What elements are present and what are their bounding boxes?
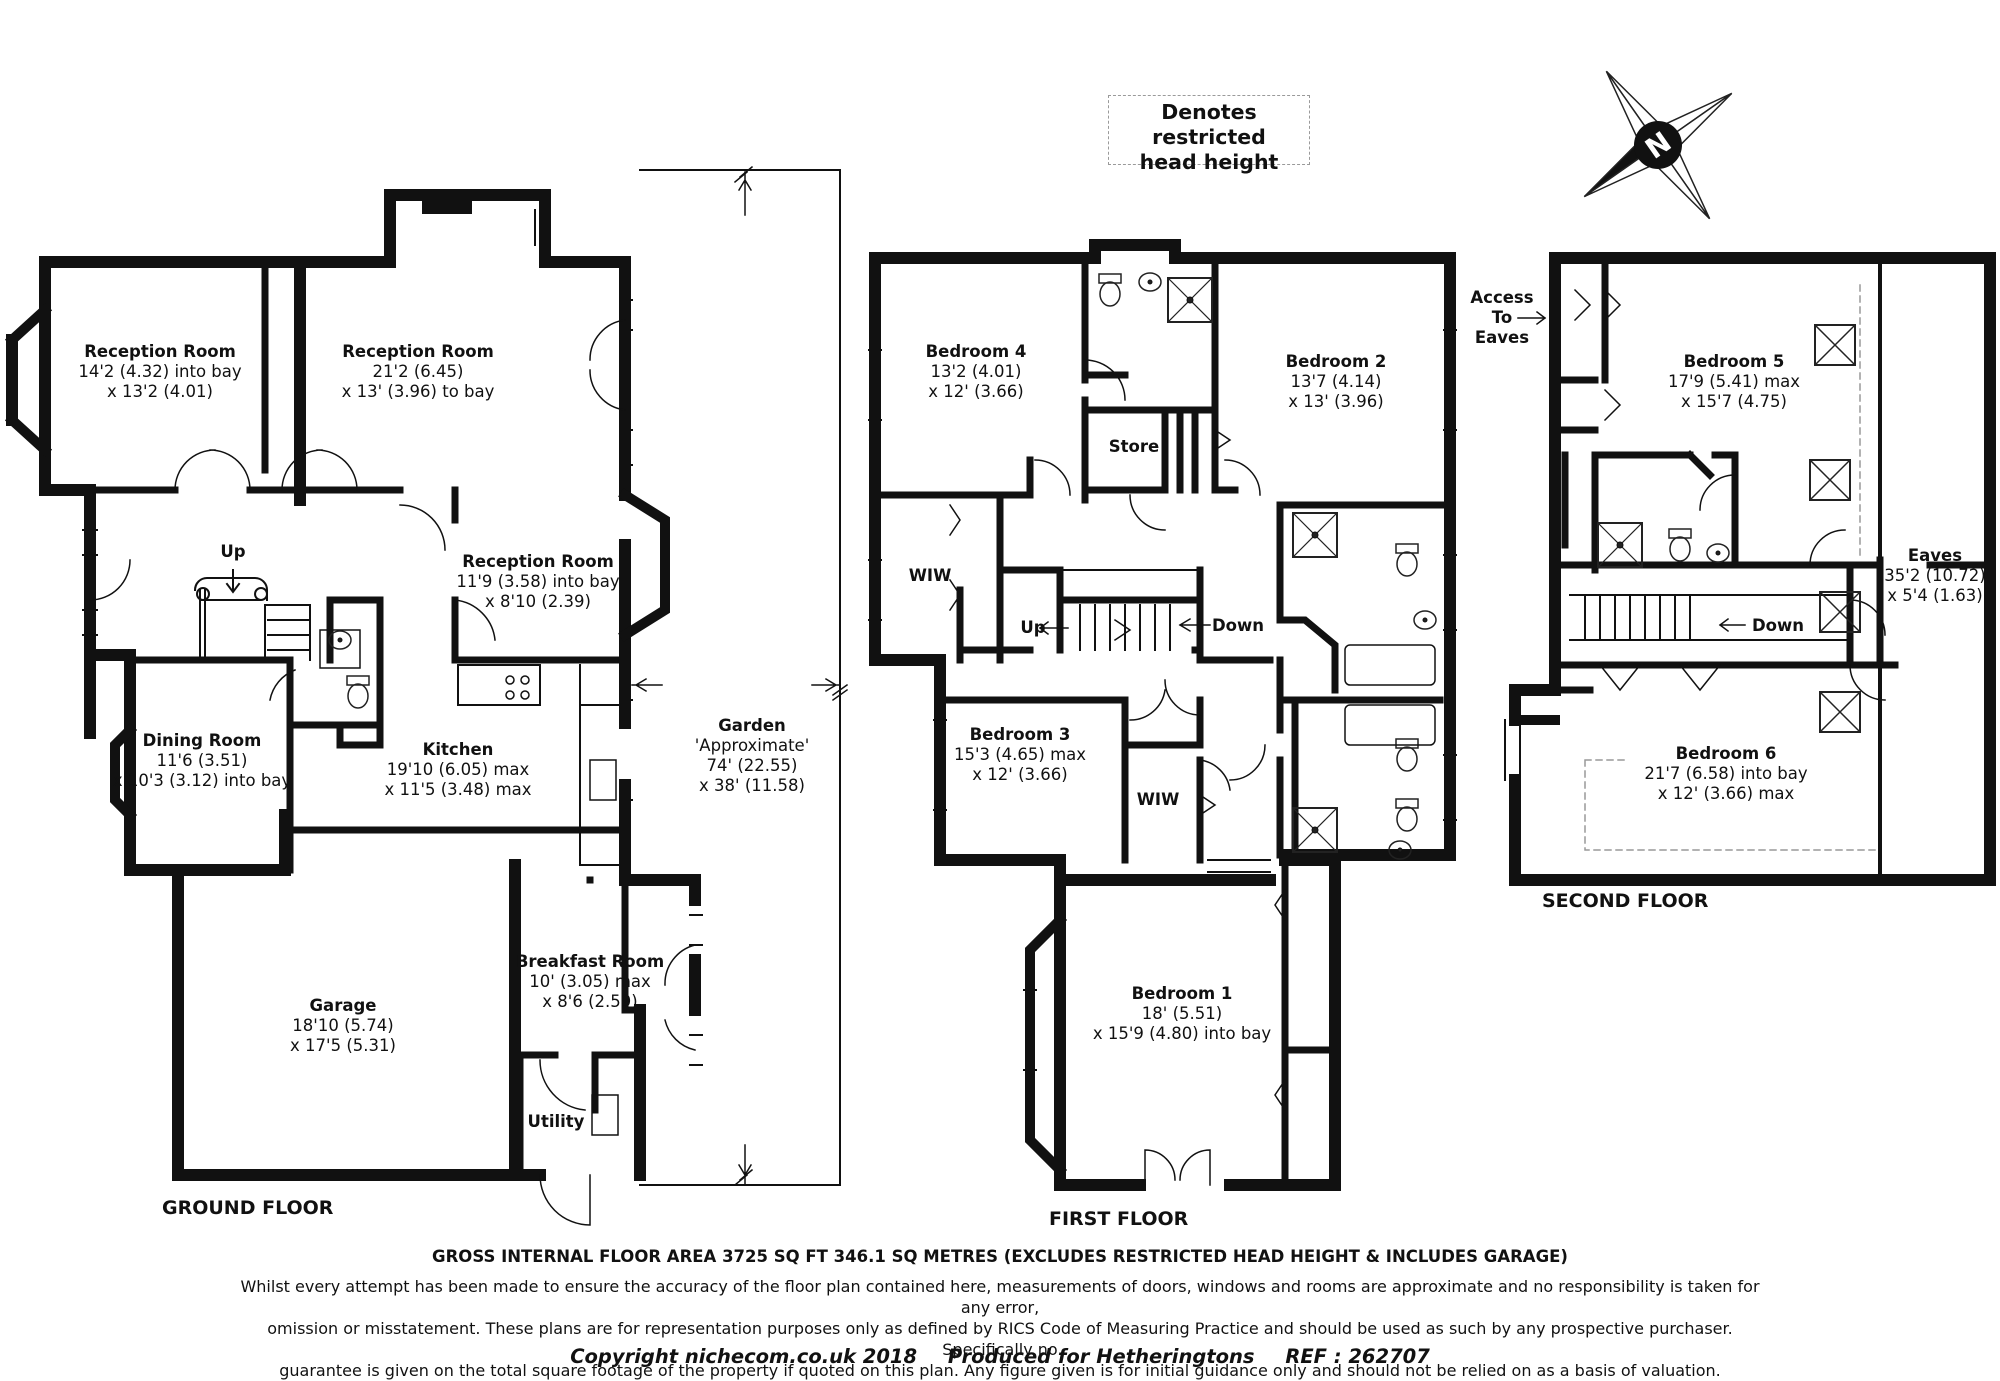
copyright-produced: Produced for Hetheringtons — [947, 1345, 1255, 1368]
legend-line-2: head height — [1139, 150, 1279, 174]
legend-line-1: Denotes restricted — [1152, 100, 1266, 149]
room-bedroom-6: Bedroom 6 21'7 (6.58) into bay x 12' (3.… — [1644, 744, 1808, 803]
room-garage: Garage 18'10 (5.74) x 17'5 (5.31) — [290, 996, 396, 1055]
first-floor-label: FIRST FLOOR — [1049, 1208, 1189, 1230]
room-kitchen: Kitchen 19'10 (6.05) max x 11'5 (3.48) m… — [384, 740, 532, 799]
restricted-height-legend: Denotes restricted head height — [1108, 95, 1310, 174]
room-bedroom-5: Bedroom 5 17'9 (5.41) max x 15'7 (4.75) — [1667, 352, 1801, 411]
second-floor-label: SECOND FLOOR — [1542, 890, 1709, 912]
copyright-ref: REF : 262707 — [1285, 1345, 1430, 1368]
first-stair-up-label: Up — [1020, 618, 1046, 637]
copyright-line: Copyright nichecom.co.uk 2018 Produced f… — [0, 1345, 2000, 1368]
ground-floor — [4, 165, 849, 1226]
room-utility: Utility — [527, 1112, 585, 1131]
room-bedroom-1: Bedroom 1 18' (5.51) x 15'9 (4.80) into … — [1092, 984, 1272, 1043]
copyright-site: Copyright nichecom.co.uk 2018 — [570, 1345, 918, 1368]
area-garden: Garden 'Approximate' 74' (22.55) x 38' (… — [694, 716, 810, 795]
compass-rose-icon — [1583, 70, 1733, 220]
first-stair-down-label: Down — [1211, 616, 1265, 635]
room-bedroom-3: Bedroom 3 15'3 (4.65) max x 12' (3.66) — [953, 725, 1087, 784]
room-reception-1: Reception Room 14'2 (4.32) into bay x 13… — [78, 342, 242, 401]
room-bedroom-2: Bedroom 2 13'7 (4.14) x 13' (3.96) — [1285, 352, 1387, 411]
disclaimer-line-1: Whilst every attempt has been made to en… — [240, 1277, 1760, 1317]
second-stair-down-label: Down — [1751, 616, 1805, 635]
room-dining: Dining Room 11'6 (3.51) x 10'3 (3.12) in… — [112, 731, 292, 790]
first-floor — [868, 239, 1457, 1191]
disclaimer-line-2: omission or misstatement. These plans ar… — [267, 1319, 1733, 1359]
room-reception-3: Reception Room 11'9 (3.58) into bay x 8'… — [456, 552, 620, 611]
room-reception-2: Reception Room 21'2 (6.45) x 13' (3.96) … — [341, 342, 495, 401]
room-wiw-2: WIW — [1136, 790, 1180, 809]
area-eaves: Eaves 35'2 (10.72) x 5'4 (1.63) — [1884, 546, 1986, 605]
ground-stair-up-label: Up — [220, 542, 246, 561]
room-bedroom-4: Bedroom 4 13'2 (4.01) x 12' (3.66) — [925, 342, 1027, 401]
second-floor — [1504, 252, 1996, 886]
access-to-eaves-label: Access To Eaves — [1470, 288, 1534, 347]
gross-floor-area: GROSS INTERNAL FLOOR AREA 3725 SQ FT 346… — [432, 1247, 1568, 1266]
room-store: Store — [1108, 437, 1160, 456]
room-breakfast: Breakfast Room 10' (3.05) max x 8'6 (2.5… — [515, 952, 665, 1011]
room-wiw-1: WIW — [908, 566, 952, 585]
ground-floor-label: GROUND FLOOR — [162, 1197, 334, 1219]
